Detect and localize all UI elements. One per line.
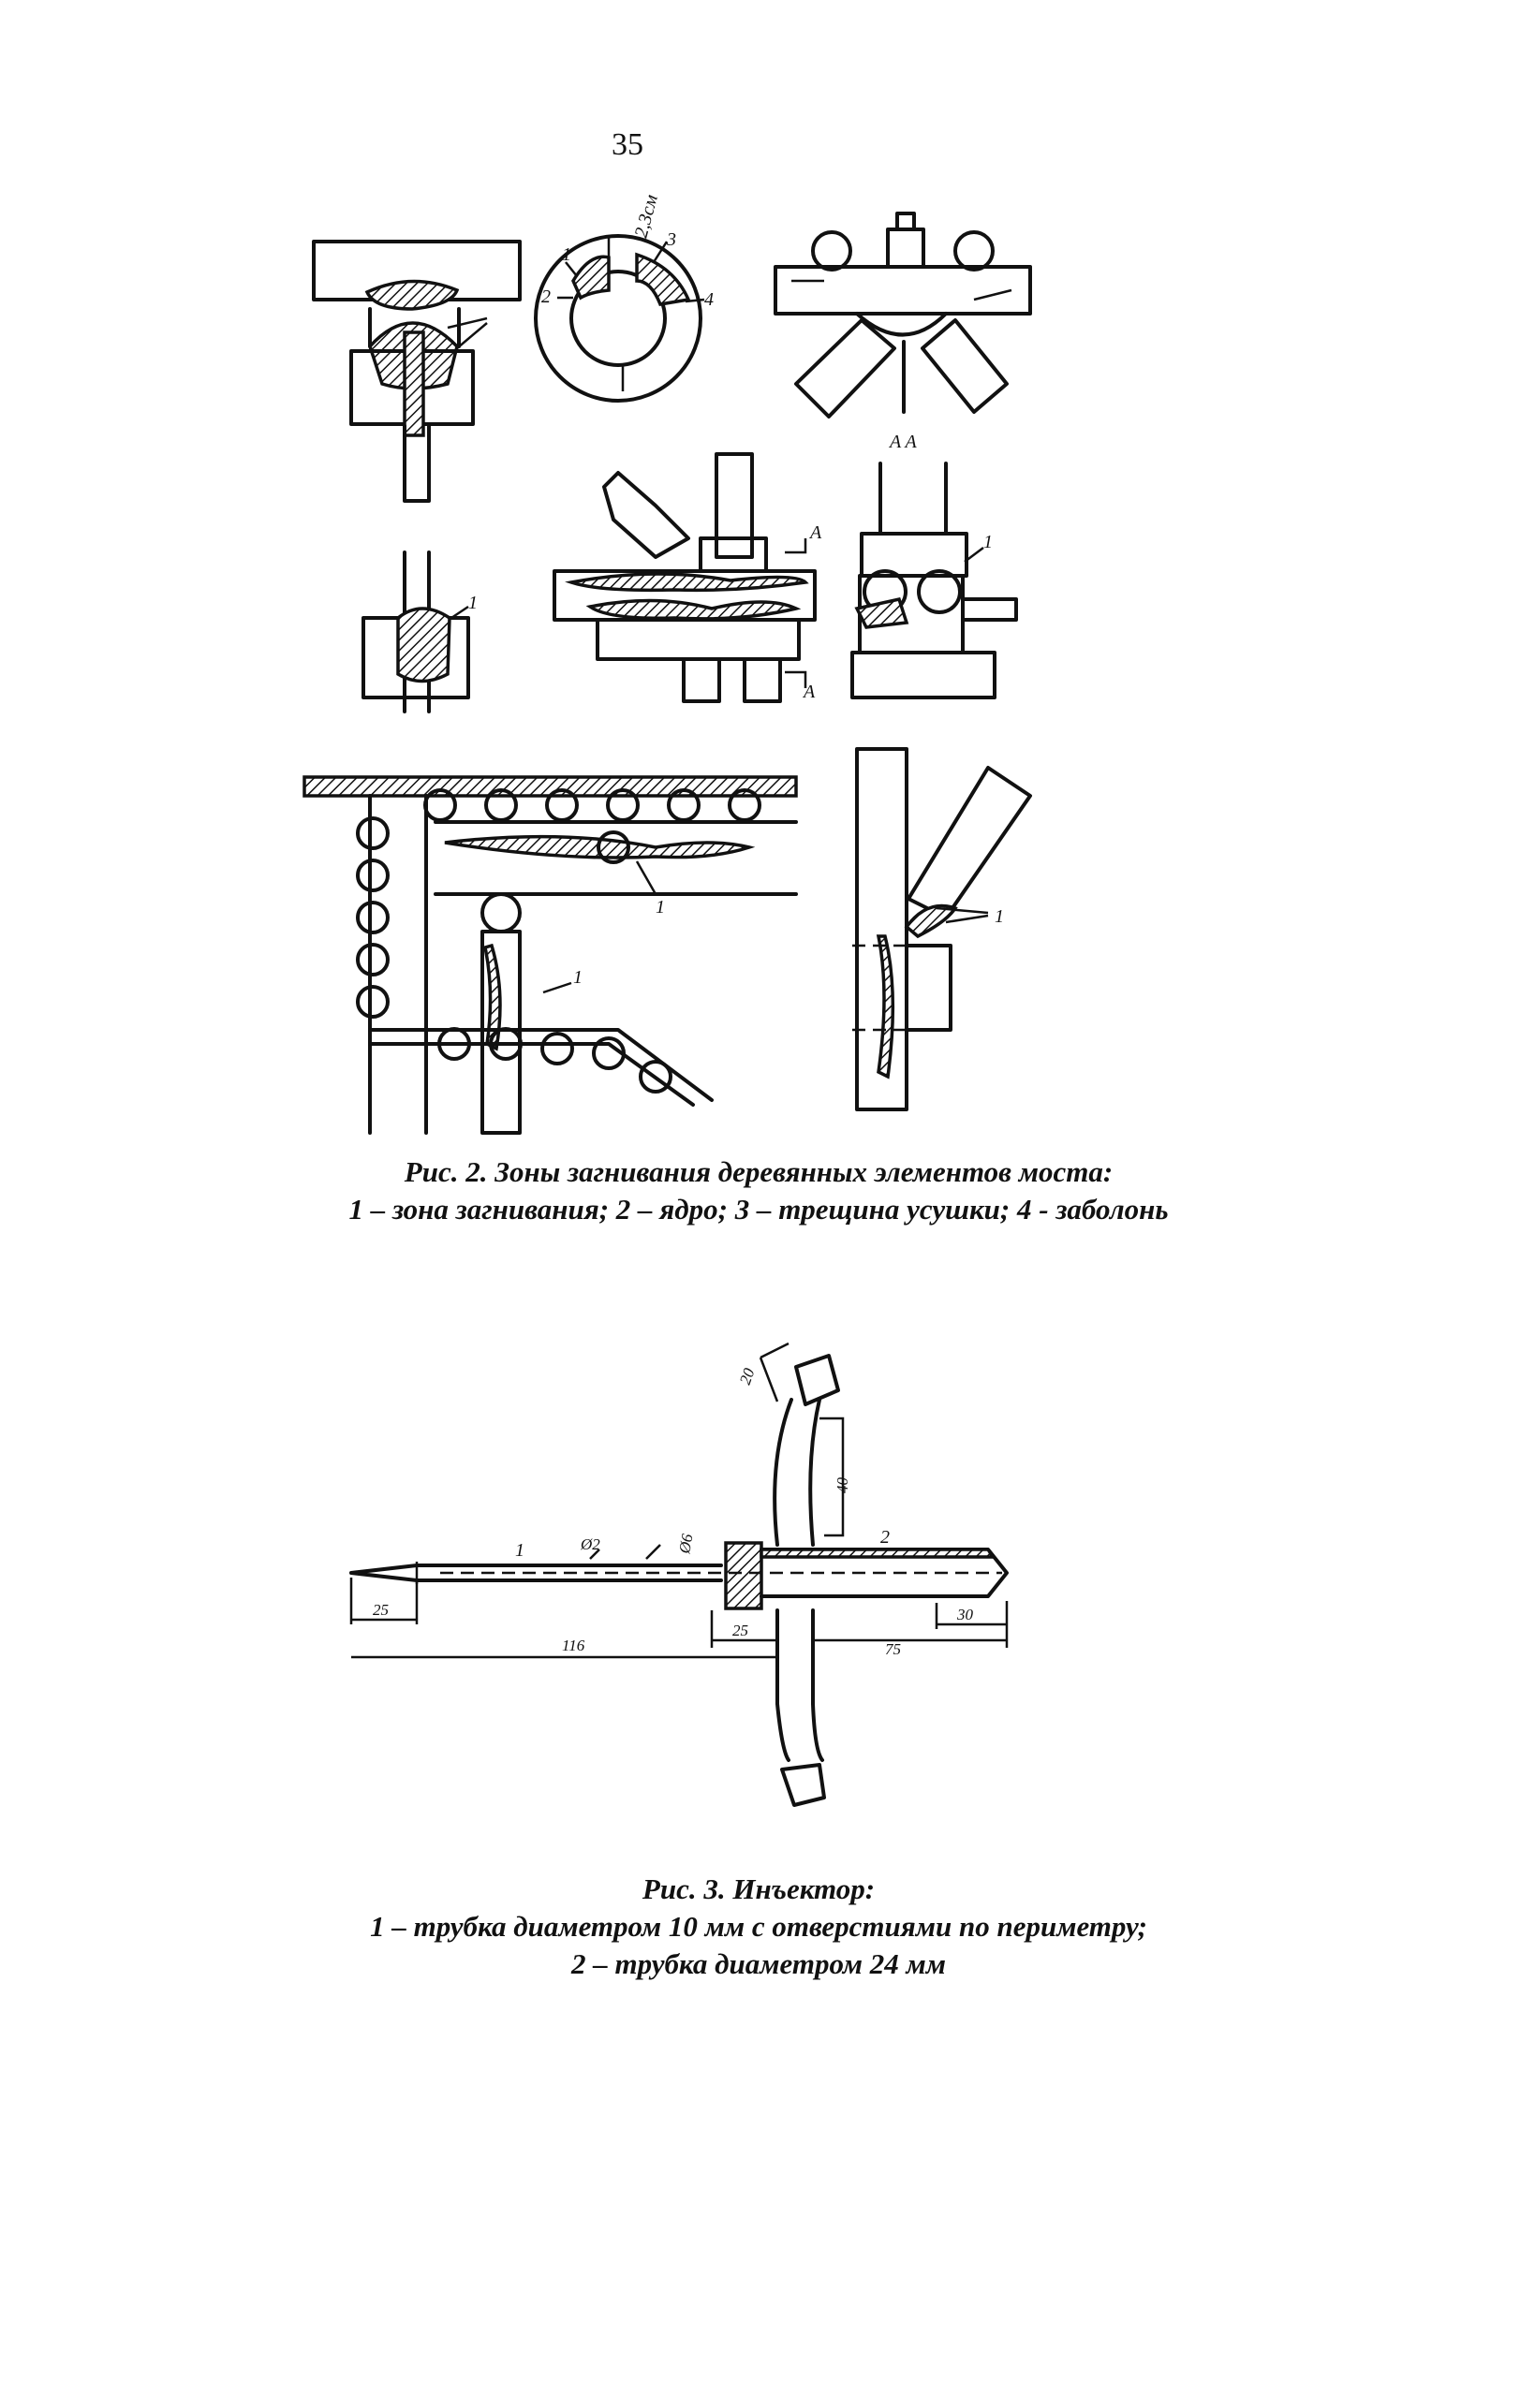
panel-beam-on-post [312, 240, 522, 503]
label-4: 4 [704, 289, 714, 310]
injector-lower-branch [775, 1608, 826, 1807]
dim-dia-large: Ø6 [675, 1532, 697, 1555]
figure-3-caption-title: Рис. 3. Инъектор: [642, 1872, 876, 1905]
label-1: 1 [562, 244, 571, 265]
figure-2-caption: Рис. 2. Зоны загнивания деревянных элеме… [150, 1153, 1367, 1228]
label-1: 1 [983, 532, 993, 552]
page-number: 35 [612, 127, 643, 162]
dim-right-part: 75 [885, 1640, 901, 1658]
figure-2-caption-legend: 1 – зона загнивания; 2 – ядро; 3 – трещи… [348, 1193, 1169, 1226]
figure-3-caption-legend-2: 2 – трубка диаметром 24 мм [571, 1947, 946, 1980]
figure-3-caption-legend-1: 1 – трубка диаметром 10 мм с отверстиями… [370, 1910, 1147, 1943]
label-tube-1: 1 [515, 1540, 524, 1561]
dim-ring-label: 2,3см [631, 192, 662, 240]
dim-total-left: 116 [562, 1637, 585, 1654]
panel-beam-with-strut: A A [553, 452, 822, 703]
label-1: 1 [573, 967, 583, 988]
label-3: 3 [666, 229, 676, 250]
injector-main-tube: Ø2 Ø6 1 2 [349, 1527, 1009, 1610]
figure-3-injector-drawing: 20 40 Ø2 Ø6 1 2 25 116 25 75 30 [349, 1342, 1009, 1807]
panel-post-in-block: 1 [362, 551, 478, 713]
dim-right-end: 30 [956, 1606, 974, 1623]
injector-dimension-lines: 25 116 25 75 30 [349, 1578, 1009, 1667]
dim-dia-small: Ø2 [580, 1535, 600, 1553]
panel-deck-corner: 1 1 [303, 775, 798, 1135]
panel-ring-section: 1 2 3 4 2,3см [534, 192, 714, 403]
figure-3-caption: Рис. 3. Инъектор: 1 – трубка диаметром 1… [150, 1871, 1367, 1983]
panel-section-aa: A A 1 [850, 432, 1018, 699]
label-1: 1 [656, 897, 665, 918]
label-1: 1 [468, 593, 478, 613]
label-1: 1 [995, 906, 1004, 927]
panel-braced-beam [774, 212, 1032, 418]
dim-vertical: 40 [834, 1477, 851, 1494]
dim-tip-left: 25 [373, 1601, 389, 1619]
dim-collar: 25 [732, 1622, 748, 1639]
section-a-bottom: A [802, 682, 816, 702]
row-of-bolts-bottom [437, 1027, 672, 1094]
figure-2-drawing: 1 2 3 4 2,3см 1 A A [303, 192, 1032, 1135]
dim-top-tip: 20 [736, 1365, 759, 1387]
row-of-bolts-left [356, 816, 390, 1019]
injector-upper-branch: 20 40 [736, 1342, 851, 1547]
label-2: 2 [541, 286, 551, 307]
figure-2-caption-title: Рис. 2. Зоны загнивания деревянных элеме… [404, 1155, 1114, 1188]
section-aa-label: A A [888, 432, 917, 452]
label-tube-2: 2 [880, 1527, 890, 1548]
section-a-top: A [808, 522, 822, 543]
panel-strut-joint: 1 [852, 747, 1032, 1111]
